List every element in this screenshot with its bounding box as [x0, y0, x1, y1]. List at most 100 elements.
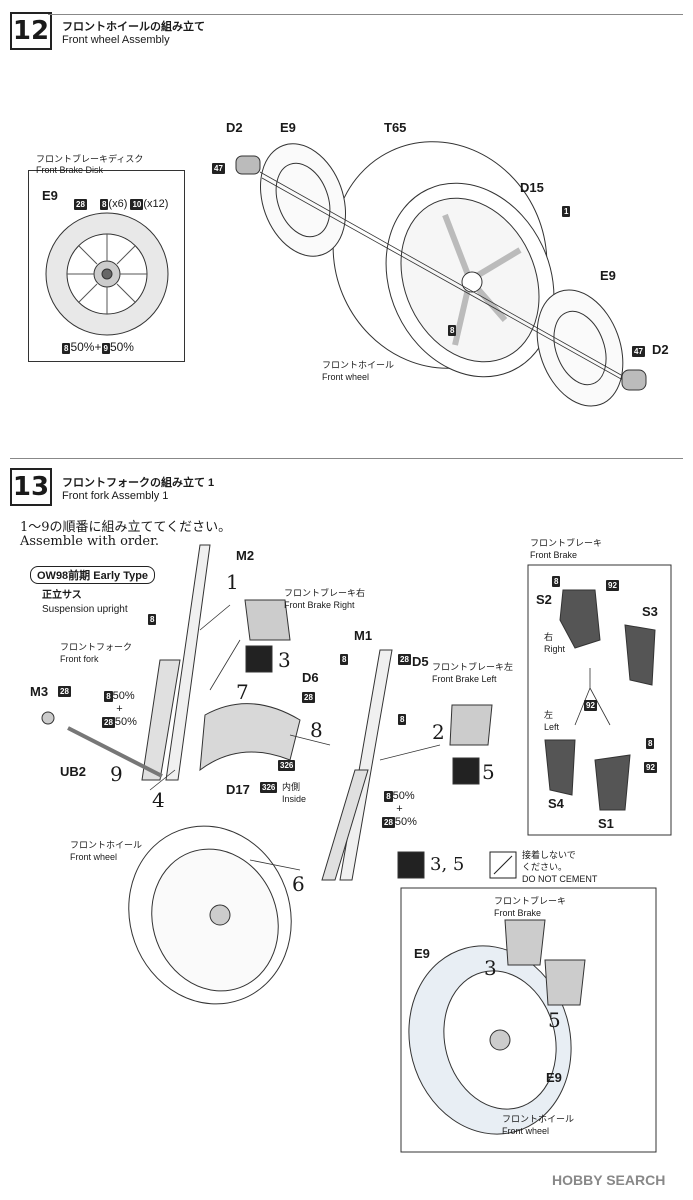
- step-4: 4: [152, 788, 165, 812]
- bp-paint-8-top: 8: [552, 576, 561, 587]
- paint-28-m1: 28: [398, 654, 411, 665]
- mix-a-2-pct: 50%: [114, 716, 137, 728]
- bp-right-jp: 右: [544, 632, 554, 642]
- wheel13-en: Front wheel: [70, 852, 118, 862]
- paint-47-a: 47: [212, 163, 225, 174]
- step-13-title-en: Front fork Assembly 1: [62, 490, 169, 502]
- bp-s1: S1: [598, 816, 614, 831]
- label-m2: M2: [236, 548, 255, 563]
- mix-paint-a-pct: 50%: [70, 340, 95, 354]
- step-5: 5: [482, 760, 495, 784]
- paint-28: 28: [74, 199, 87, 210]
- mix-a-2: 28: [102, 717, 115, 728]
- brake-panel-title-jp: フロントブレーキ: [530, 538, 603, 548]
- detail-n5: 5: [548, 1008, 561, 1032]
- label-e9-right: E9: [600, 268, 616, 283]
- step-13-number: 13: [10, 468, 52, 506]
- section-divider: [10, 458, 683, 459]
- inside-en: Inside: [282, 794, 307, 804]
- label-d6: D6: [302, 670, 319, 685]
- step-12-title-jp: フロントホイールの組み立て: [62, 21, 205, 33]
- wheel-label-jp: フロントホイール: [322, 360, 395, 370]
- paint-10: 10: [130, 199, 144, 210]
- susp-en: Suspension upright: [42, 604, 128, 615]
- detail-wheel-en: Front wheel: [502, 1126, 550, 1136]
- bp-s3: S3: [642, 604, 658, 619]
- paint-47-b: 47: [632, 346, 645, 357]
- detail-e9-b: E9: [546, 1070, 562, 1085]
- detail-wheel-jp: フロントホイール: [502, 1114, 575, 1124]
- label-d15: D15: [520, 180, 544, 195]
- brake-right-en: Front Brake Right: [284, 600, 355, 610]
- paint-8-m1: 8: [340, 654, 349, 665]
- label-d5: D5: [412, 654, 429, 669]
- bp-s2: S2: [536, 592, 552, 607]
- bp-paint-92-mid: 92: [584, 700, 597, 711]
- step-12-rule: [48, 14, 683, 15]
- instruction-en: Assemble with order.: [20, 534, 160, 549]
- paint-8-count: (x6): [108, 198, 128, 210]
- mix-paint-a: 8: [62, 343, 71, 354]
- bp-paint-92-top: 92: [606, 580, 619, 591]
- bp-right-en: Right: [544, 644, 566, 654]
- instruction-jp: 1～9の順番に組み立ててください。: [20, 520, 232, 535]
- bp-paint-92-bot: 92: [644, 762, 657, 773]
- mix-b-1-pct: 50%: [392, 790, 415, 802]
- mix-paint-b-pct: 50%: [109, 340, 134, 354]
- label-e9-top: E9: [280, 120, 296, 135]
- mix-paint-b: 9: [101, 343, 110, 354]
- paint-28-d6: 28: [302, 692, 315, 703]
- note-steps: 3, 5: [430, 854, 465, 875]
- label-d17: D17: [226, 782, 250, 797]
- detail-n3: 3: [484, 956, 497, 980]
- watermark: HOBBY SEARCH: [552, 1172, 666, 1188]
- mix-b-plus: +: [396, 803, 403, 815]
- disk-panel: [28, 170, 185, 362]
- label-t65: T65: [384, 120, 407, 135]
- mix-b-1: 8: [384, 791, 393, 802]
- paint-8-fork2: 8: [398, 714, 407, 725]
- susp-jp: 正立サス: [42, 590, 82, 601]
- step-8: 8: [310, 718, 323, 742]
- step-12-number: 12: [10, 12, 52, 50]
- bp-paint-8-bot: 8: [646, 738, 655, 749]
- disk-panel-title-en: Front Brake Disk: [36, 165, 104, 175]
- mix-a-plus: +: [116, 703, 123, 715]
- paint-10-count: (x12): [143, 198, 169, 210]
- no-cement-jp: 接着しないで: [522, 850, 576, 860]
- label-ub2: UB2: [60, 764, 87, 779]
- mix-b-2: 28: [382, 817, 395, 828]
- label-m1: M1: [354, 628, 373, 643]
- disk-part-e9: E9: [42, 188, 58, 203]
- step-13-title-jp: フロントフォークの組み立て 1: [62, 477, 215, 489]
- no-cement-en: DO NOT CEMENT: [522, 874, 598, 884]
- early-type-badge: OW98前期 Early Type: [30, 566, 156, 584]
- step-9: 9: [110, 762, 123, 786]
- wheel13-jp: フロントホイール: [70, 840, 143, 850]
- bp-left-en: Left: [544, 722, 560, 732]
- paint-326-b: 326: [260, 782, 278, 793]
- mix-b-2-pct: 50%: [394, 816, 417, 828]
- brake-panel-title-en: Front Brake: [530, 550, 578, 560]
- label-d2-top: D2: [226, 120, 243, 135]
- step-1: 1: [226, 570, 239, 594]
- paint-8-m2: 8: [148, 614, 157, 625]
- step-7: 7: [236, 680, 249, 704]
- no-cement-jp2: ください。: [522, 862, 568, 872]
- label-d2-right: D2: [652, 342, 669, 357]
- disk-panel-title-jp: フロントブレーキディスク: [36, 154, 144, 164]
- detail-title-en: Front Brake: [494, 908, 542, 918]
- detail-e9-a: E9: [414, 946, 430, 961]
- paint-326-a: 326: [278, 760, 296, 771]
- inside-jp: 内側: [282, 782, 301, 792]
- mix-a-1-pct: 50%: [112, 690, 135, 702]
- step-3: 3: [278, 648, 291, 672]
- mix-a-1: 8: [104, 691, 113, 702]
- bp-left-jp: 左: [544, 710, 554, 720]
- step-6: 6: [292, 872, 305, 896]
- paint-8: 8: [99, 199, 109, 210]
- wheel-label-en: Front wheel: [322, 372, 370, 382]
